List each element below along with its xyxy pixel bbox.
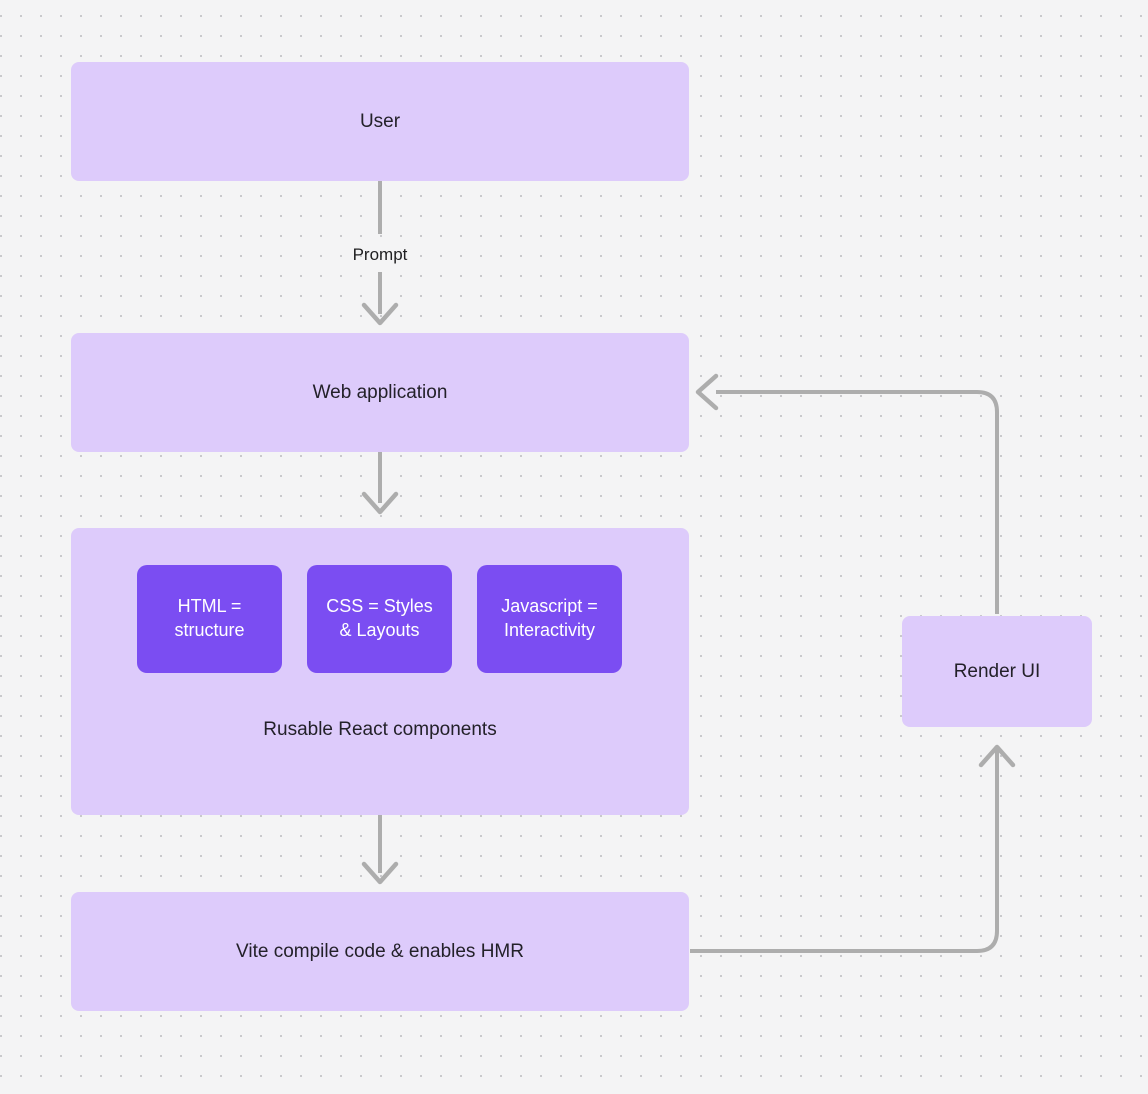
- node-user-label: User: [359, 110, 401, 132]
- node-css-line-2: & Layouts: [339, 620, 420, 640]
- node-html-line-2: structure: [174, 620, 245, 640]
- node-web-application[interactable]: Web application: [71, 333, 689, 452]
- edge-label-prompt: Prompt: [330, 245, 430, 265]
- node-javascript-line-1: Javascript =: [501, 596, 598, 617]
- node-javascript-line-2: Interactivity: [503, 620, 596, 640]
- edge-label-prompt-text: Prompt: [352, 245, 408, 264]
- node-html[interactable]: HTML = structure: [137, 565, 282, 673]
- node-render-ui-label: Render UI: [953, 660, 1041, 682]
- edge-components-to-vite: [361, 815, 399, 885]
- node-javascript[interactable]: Javascript = Interactivity: [477, 565, 622, 673]
- node-web-application-label: Web application: [312, 381, 448, 403]
- edge-web-application-to-components: [361, 452, 399, 515]
- node-user[interactable]: User: [71, 62, 689, 181]
- edge-vite-to-render-ui: [690, 744, 1016, 953]
- node-vite[interactable]: Vite compile code & enables HMR: [71, 892, 689, 1011]
- node-css-line-1: CSS = Styles: [326, 596, 433, 617]
- node-components-group-caption: Rusable React components: [71, 719, 689, 741]
- node-vite-label: Vite compile code & enables HMR: [236, 940, 524, 962]
- node-render-ui[interactable]: Render UI: [902, 616, 1092, 727]
- node-css[interactable]: CSS = Styles & Layouts: [307, 565, 452, 673]
- edge-render-ui-to-web-application: [695, 373, 999, 614]
- node-html-line-1: HTML =: [177, 596, 242, 617]
- node-components-group-caption-text: Rusable React components: [263, 719, 497, 740]
